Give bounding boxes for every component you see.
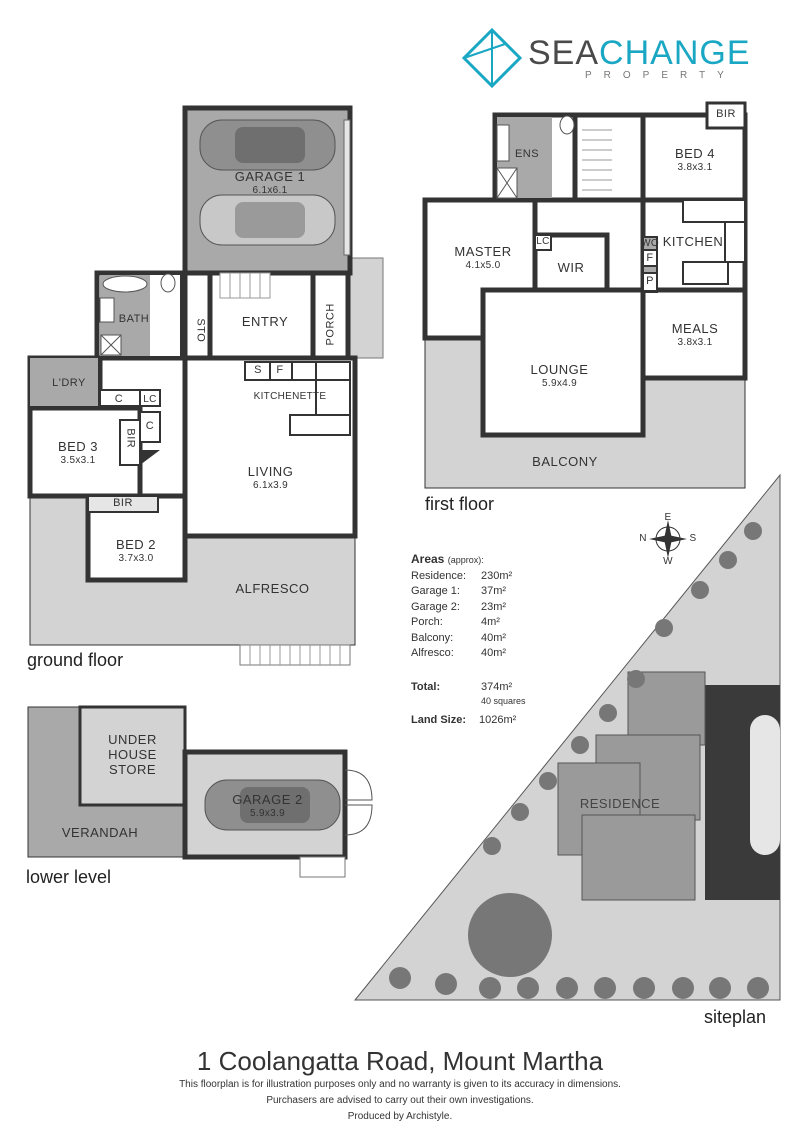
tree-icon — [389, 522, 769, 999]
areas-table: Areas (approx): Residence:230m² Garage 1… — [411, 552, 561, 729]
compass-e: E — [664, 512, 672, 523]
verandah-label: VERANDAH — [61, 825, 139, 840]
disclaimer-line-2: Purchasers are advised to carry out thei… — [266, 1095, 534, 1106]
first-floor-title: first floor — [425, 494, 495, 514]
brand-name-2: CHANGE — [599, 34, 751, 72]
alfresco-label: ALFRESCO — [235, 581, 310, 596]
under-house-store-room — [78, 705, 187, 807]
fridge-label-1: F — [276, 364, 284, 376]
kitchenette-label: KITCHENETTE — [253, 391, 327, 402]
land-size-row: Land Size:1026m² — [411, 714, 517, 726]
ground-floor-title: ground floor — [27, 650, 124, 670]
garage1-door — [343, 119, 351, 256]
disclaimer-line-1: This floorplan is for illustration purpo… — [179, 1079, 621, 1090]
alfresco-steps — [239, 644, 351, 666]
bath-label: BATH — [118, 313, 150, 325]
pantry-label: P — [646, 275, 654, 287]
lounge-room — [480, 287, 646, 438]
fridge-label-2: F — [646, 252, 654, 264]
areas-row: Residence:230m² — [411, 569, 513, 582]
car-icon — [199, 119, 336, 246]
bir-label-1: BIR — [124, 428, 137, 449]
wir-label: WIR — [557, 260, 585, 275]
porch-room — [310, 270, 351, 361]
sink-label: S — [254, 364, 262, 376]
cupboard-label-2: C — [145, 420, 155, 432]
brand-name-1: SEA — [528, 34, 600, 72]
areas-row: Garage 1:37m² — [411, 585, 507, 597]
property-address-title: 1 Coolangatta Road, Mount Martha — [196, 1046, 604, 1076]
areas-row: Alfresco:40m² — [411, 647, 507, 659]
stair-hall — [572, 112, 646, 203]
meals-room — [640, 287, 748, 381]
bir-label-3: BIR — [716, 108, 736, 120]
linen-cupboard-label-1: LC — [143, 394, 157, 405]
compass-s: S — [689, 533, 697, 544]
brand-sub: PROPERTY — [585, 70, 736, 81]
entry-label: ENTRY — [241, 314, 289, 329]
residence-roof — [557, 671, 706, 901]
cupboard-label-1: C — [114, 393, 124, 405]
siteplan-title: siteplan — [704, 1007, 767, 1027]
wo-label: WO — [641, 238, 659, 249]
laundry-label: L'DRY — [52, 377, 86, 389]
logo-diamond-icon — [461, 27, 523, 89]
ens-label: ENS — [514, 148, 540, 160]
under-house-store-label: UNDER HOUSE STORE — [108, 732, 157, 777]
lower-level-title: lower level — [26, 867, 112, 887]
bathtub-icon — [102, 275, 148, 293]
areas-row: Garage 2:23m² — [411, 600, 507, 613]
areas-heading: Areas (approx): — [411, 552, 484, 566]
compass-w: W — [663, 556, 673, 567]
bir-label-2: BIR — [113, 497, 133, 509]
first-stairs — [582, 129, 612, 191]
kitchen-label: KITCHEN — [662, 234, 724, 249]
porch-steps — [347, 257, 384, 359]
car2-icon — [204, 779, 341, 831]
balcony-label: BALCONY — [532, 454, 598, 469]
residence-label: RESIDENCE — [579, 796, 661, 811]
entry-stairs — [219, 272, 271, 299]
areas-row: Balcony:40m² — [411, 631, 507, 644]
porch-label: PORCH — [324, 303, 337, 346]
compass-n: N — [639, 533, 647, 544]
bed4-room — [640, 112, 748, 203]
disclaimer-line-3: Produced by Archistyle. — [347, 1111, 453, 1122]
sto-label: STO — [194, 318, 207, 343]
toilet-icon — [160, 273, 176, 293]
linen-cupboard-label-2: LC — [536, 236, 550, 247]
compass-icon — [649, 520, 687, 558]
brand-logo: SEACHANGE — [528, 34, 751, 73]
areas-row: Porch:4m² — [411, 616, 500, 628]
